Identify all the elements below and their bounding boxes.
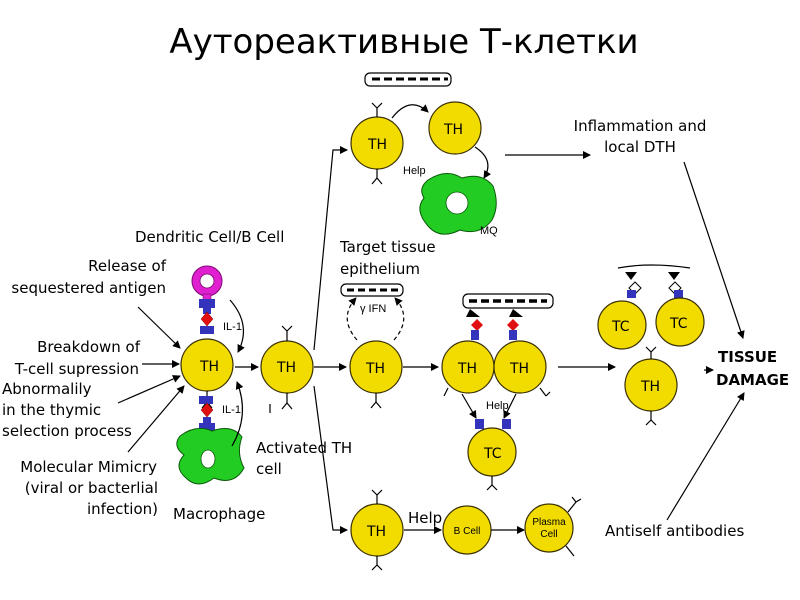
ifn-dashed-arrow-right: [393, 297, 405, 341]
epithelium-strip-right: [617, 264, 691, 298]
inflammation-label-line2: local DTH: [604, 138, 676, 156]
ifn-label: γ IFN: [360, 303, 386, 315]
th-top1-label: TH: [367, 137, 387, 153]
il1-label-top: IL-1: [223, 321, 242, 333]
plasma-cell-label-line2: Cell: [540, 529, 557, 540]
abnormal-label-line1: Abnormalily: [2, 380, 92, 398]
b-cell-label: B Cell: [454, 526, 481, 537]
epithelium-strip-top: [364, 72, 452, 87]
arrow-pair2-to-tc: [503, 393, 517, 419]
th-pair1-label: TH: [457, 361, 477, 377]
mq-label: MQ: [480, 225, 498, 237]
macrophage-label: Macrophage: [173, 505, 265, 523]
help-label-top: Help: [403, 165, 426, 177]
th-cell-top-2: [428, 101, 482, 155]
branch-arrow-bottom: [313, 385, 348, 534]
tissue-damage-label-line2: DAMAGE: [716, 371, 789, 389]
th-top2-label: TH: [443, 122, 463, 138]
macrophage-mq-icon: [419, 173, 497, 235]
release-label-line2: sequestered antigen: [11, 279, 166, 297]
plasma-cell-label-line1: Plasma: [532, 517, 566, 528]
th-bottom-label: TH: [366, 524, 386, 540]
help-label-bottom: Help: [408, 509, 442, 527]
arrow-mimicry-to-th: [127, 385, 185, 453]
activated-th-label-line1: Activated TH: [256, 439, 352, 457]
il1-arrow-bottom: [231, 381, 244, 447]
mimicry-label-line1: Molecular Mimicry: [20, 458, 157, 476]
abnormal-label-line3: selection process: [2, 422, 132, 440]
target-tissue-label-line2: epithelium: [340, 260, 420, 278]
tc-mid-label: TC: [483, 446, 502, 462]
th-cell-activated: [260, 325, 314, 413]
il1-arrow-top: [229, 299, 245, 353]
antiself-antibodies-label: Antiself antibodies: [605, 522, 744, 540]
arrow-release-to-th: [137, 306, 181, 349]
th-main-label: TH: [199, 359, 219, 375]
th-cell-pair-2: [493, 340, 551, 397]
help-label-mid: Help: [486, 400, 509, 412]
ifn-dashed-arrow-left: [346, 297, 358, 341]
th-right-label: TH: [640, 379, 660, 395]
inflammation-label-line1: Inflammation and: [574, 117, 707, 135]
branch-arrow-top: [313, 146, 348, 351]
breakdown-label-line1: Breakdown of: [37, 338, 141, 356]
tc-right2-label: TC: [669, 316, 688, 332]
epithelium-strip-pair: [462, 293, 554, 340]
th-cell-top-1: [350, 102, 404, 185]
th-target-label: TH: [365, 361, 385, 377]
arrow-pair1-to-tc: [461, 393, 477, 419]
th-cell-right: [624, 346, 678, 426]
release-label-line1: Release of: [88, 257, 167, 275]
epithelium-strip-target: [340, 283, 404, 297]
arrow-top2-to-mq: [474, 146, 492, 179]
macrophage-icon: [176, 396, 245, 485]
tc-right1-label: TC: [611, 319, 630, 335]
tc-cell-right-2: [655, 297, 705, 347]
th-activated-label: TH: [276, 360, 296, 376]
il1-label-bottom: IL-1: [222, 404, 241, 416]
tc-cell-mid: [467, 419, 517, 491]
abnormal-label-line2: in the thymic: [2, 401, 101, 419]
arrow-inflammation-to-damage: [683, 161, 745, 339]
th-cell-bottom: [350, 489, 404, 571]
th-pair2-label: TH: [509, 361, 529, 377]
dendritic-cell-label: Dendritic Cell/B Cell: [135, 228, 284, 246]
tissue-damage-label-line1: TISSUE: [718, 348, 777, 366]
diagram-title: Аутореактивные Т-клетки: [169, 22, 638, 62]
arrow-top1-to-top2: [391, 104, 429, 119]
dendritic-cell-icon: [191, 265, 223, 334]
activated-th-label-line2: cell: [256, 460, 282, 478]
mimicry-label-line3: infection): [87, 500, 158, 518]
th-cell-target: [349, 340, 403, 409]
breakdown-label-line2: T-cell supression: [14, 360, 139, 378]
plasma-cell: [524, 496, 582, 557]
tc-cell-right-1: [597, 300, 647, 350]
arrow-abnormal-to-th: [117, 375, 181, 404]
mimicry-label-line2: (viral or bacterlial: [25, 479, 158, 497]
arrow-antibodies-to-damage: [666, 392, 745, 521]
target-tissue-label-line1: Target tissue: [339, 238, 436, 256]
